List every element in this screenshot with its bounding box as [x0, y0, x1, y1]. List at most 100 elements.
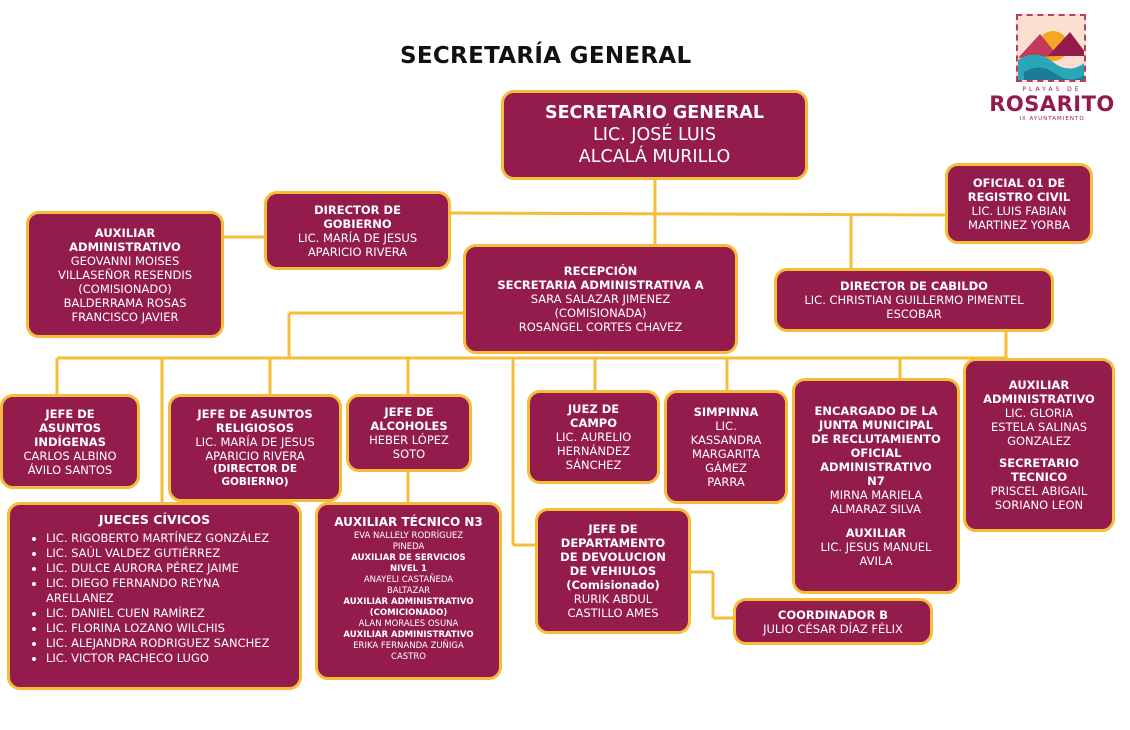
box-title: AUXILIAR ADMINISTRATIVO — [69, 225, 181, 254]
oficial-registro-civil-box: OFICIAL 01 DE REGISTRO CIVIL LIC. LUIS F… — [945, 163, 1093, 244]
box-name: HEBER LÓPEZ — [369, 433, 449, 447]
box-name: VILLASEÑOR RESENDIS — [57, 267, 193, 282]
box-name: GONZALEZ — [1007, 434, 1071, 448]
box-name: MARTINEZ YORBA — [968, 217, 1070, 232]
box-name: ERIKA FERNANDA ZUÑIGA — [353, 641, 464, 651]
box-name: LIC. CHRISTIAN GUILLERMO PIMENTEL — [804, 293, 1024, 307]
list-item: LIC. DANIEL CUEN RAMÍREZ — [46, 606, 285, 621]
list-item: LIC. SAÚL VALDEZ GUTIÉRREZ — [46, 546, 285, 561]
box-name: ALCALÁ MURILLO — [578, 147, 731, 167]
logo-bottom-text: IX AYUNTAMIENTO — [1019, 116, 1085, 122]
box-name: GEOVANNI MOISES — [70, 253, 180, 268]
box-name: PINEDA — [392, 542, 425, 552]
box-name: ROSANGEL CORTES CHAVEZ — [518, 320, 683, 334]
juez-campo-box: JUEZ DE CAMPO LIC. AURELIO HERNÁNDEZ SÁN… — [527, 390, 660, 484]
box-title: JEFE DE DEPARTAMENTO DE DEVOLUCION DE VE… — [560, 522, 666, 578]
jueces-list: LIC. RIGOBERTO MARTÍNEZ GONZÁLEZ LIC. SA… — [24, 531, 285, 666]
box-title: AUXILIAR ADMINISTRATIVO — [983, 378, 1095, 406]
box-title: AUXILIAR TÉCNICO N3 — [334, 515, 483, 529]
box-name: APARICIO RIVERA — [307, 244, 408, 259]
box-role: AUXILIAR ADMINISTRATIVO — [343, 630, 474, 640]
box-name: EVA NALLELY RODRÍGUEZ — [353, 531, 464, 541]
list-item: LIC. DULCE AURORA PÉREZ JAIME — [46, 561, 285, 576]
box-title: JEFE DE ASUNTOS RELIGIOSOS — [197, 407, 313, 435]
list-item: LIC. ALEJANDRA RODRIGUEZ SANCHEZ — [46, 636, 285, 651]
coordinador-b-box: COORDINADOR B JULIO CÉSAR DÍAZ FÉLIX — [733, 598, 933, 645]
recepcion-box: RECEPCIÓN SECRETARIA ADMINISTRATIVA A SA… — [463, 244, 738, 354]
logo-top-text: PLAYAS DE — [1022, 86, 1082, 93]
list-item: LIC. FLORINA LOZANO WILCHIS — [46, 621, 285, 636]
connector-line — [448, 211, 949, 217]
box-name: AVILA — [859, 554, 893, 568]
box-name: HERNÁNDEZ — [557, 444, 630, 458]
box-title: DIRECTOR DE CABILDO — [840, 279, 988, 293]
box-name: LIC. AURELIO — [555, 430, 632, 444]
box-title: SECRETARIO GENERAL — [545, 103, 764, 123]
box-title: JEFE DE ALCOHOLES — [370, 405, 448, 433]
box-role: AUXILIAR DE SERVICIOS — [351, 553, 466, 563]
box-name: LIC. MARÍA DE JESUS — [297, 230, 418, 245]
simpinna-box: SIMPINNA LIC. KASSANDRA MARGARITA GÁMEZ … — [664, 390, 788, 504]
box-name: GÁMEZ — [705, 461, 747, 475]
box-note: (DIRECTOR DE GOBIERNO) — [212, 463, 298, 488]
box-title: JUECES CÍVICOS — [98, 512, 211, 527]
encargado-junta-municipal-box: ENCARGADO DE LA JUNTA MUNICIPAL DE RECLU… — [792, 378, 960, 594]
box-name: ESTELA SALINAS — [991, 420, 1087, 434]
box-role: NIVEL 1 — [390, 564, 427, 574]
box-title: SECRETARIO TECNICO — [998, 456, 1080, 484]
box-title: ENCARGADO DE LA JUNTA MUNICIPAL DE RECLU… — [811, 404, 941, 488]
list-item: LIC. VICTOR PACHECO LUGO — [46, 651, 285, 666]
box-name: SOTO — [392, 447, 426, 461]
box-name: MARGARITA — [692, 447, 760, 461]
box-name: SARA SALAZAR JIMENEZ — [530, 292, 671, 306]
director-cabildo-box: DIRECTOR DE CABILDO LIC. CHRISTIAN GUILL… — [774, 268, 1054, 332]
box-name: LIC. — [715, 419, 737, 433]
logo-emblem-icon — [1016, 14, 1086, 82]
box-title: AUXILIAR — [845, 526, 907, 540]
jefe-asuntos-indigenas-box: JEFE DE ASUNTOS INDÍGENAS CARLOS ALBINO … — [0, 394, 140, 489]
jueces-civicos-box: JUECES CÍVICOS LIC. RIGOBERTO MARTÍNEZ G… — [7, 502, 302, 690]
secretario-general-box: SECRETARIO GENERAL LIC. JOSÉ LUIS ALCALÁ… — [501, 90, 808, 180]
box-name: ALAN MORALES OSUNA — [358, 619, 459, 629]
box-name: ESCOBAR — [886, 307, 942, 321]
box-name: PRISCEL ABIGAIL — [990, 484, 1088, 498]
auxiliar-administrativo-left-box: AUXILIAR ADMINISTRATIVO GEOVANNI MOISES … — [26, 211, 224, 338]
box-name: CARLOS ALBINO — [23, 448, 117, 463]
box-name: LIC. JOSÉ LUIS — [593, 125, 716, 145]
box-title: SECRETARIA ADMINISTRATIVA A — [497, 278, 704, 292]
box-name: BALDERRAMA ROSAS — [63, 295, 187, 310]
list-item: LIC. DIEGO FERNANDO REYNA ARELLANEZ — [46, 576, 285, 606]
box-name: CASTILLO AMES — [567, 606, 659, 620]
box-note: (Comisionado) — [566, 578, 660, 592]
auxiliar-tecnico-box: AUXILIAR TÉCNICO N3 EVA NALLELY RODRÍGUE… — [315, 502, 502, 680]
logo-wordmark: ROSARITO — [989, 92, 1115, 116]
box-name: LIC. GLORIA — [1004, 406, 1074, 420]
box-title: DIRECTOR DE GOBIERNO — [314, 202, 401, 231]
box-name: LIC. JESUS MANUEL — [820, 540, 932, 554]
box-role: AUXILIAR ADMINISTRATIVO — [343, 597, 474, 607]
box-name: SÁNCHEZ — [565, 458, 622, 472]
box-name: ÁVILO SANTOS — [27, 462, 113, 477]
director-gobierno-box: DIRECTOR DE GOBIERNO LIC. MARÍA DE JESUS… — [264, 191, 451, 270]
box-name: ALMARAZ SILVA — [831, 502, 921, 516]
box-title: JUEZ DE CAMPO — [567, 402, 620, 430]
box-name: (COMISIONADA) — [554, 306, 647, 320]
page-title: SECRETARÍA GENERAL — [400, 43, 692, 69]
box-title: RECEPCIÓN — [563, 264, 638, 278]
list-item: LIC. RIGOBERTO MARTÍNEZ GONZÁLEZ — [46, 531, 285, 546]
box-name: FRANCISCO JAVIER — [71, 309, 179, 324]
box-title: COORDINADOR B — [777, 607, 889, 622]
box-name: JULIO CÉSAR DÍAZ FÉLIX — [763, 621, 903, 636]
box-name: APARICIO RIVERA — [205, 449, 305, 463]
box-name: BALTAZAR — [386, 586, 431, 596]
box-name: PARRA — [707, 475, 745, 489]
box-name: LIC. MARÍA DE JESUS — [195, 435, 315, 449]
jefe-asuntos-religiosos-box: JEFE DE ASUNTOS RELIGIOSOS LIC. MARÍA DE… — [168, 394, 342, 502]
box-title: SIMPINNA — [693, 405, 759, 419]
box-name: RURIK ABDUL — [573, 592, 653, 606]
rosarito-logo: PLAYAS DE ROSARITO IX AYUNTAMIENTO — [988, 10, 1116, 128]
box-role: (COMICIONADO) — [369, 608, 448, 618]
jefe-devolucion-vehiculos-box: JEFE DE DEPARTAMENTO DE DEVOLUCION DE VE… — [535, 508, 691, 634]
box-title: JEFE DE ASUNTOS INDÍGENAS — [34, 406, 106, 449]
